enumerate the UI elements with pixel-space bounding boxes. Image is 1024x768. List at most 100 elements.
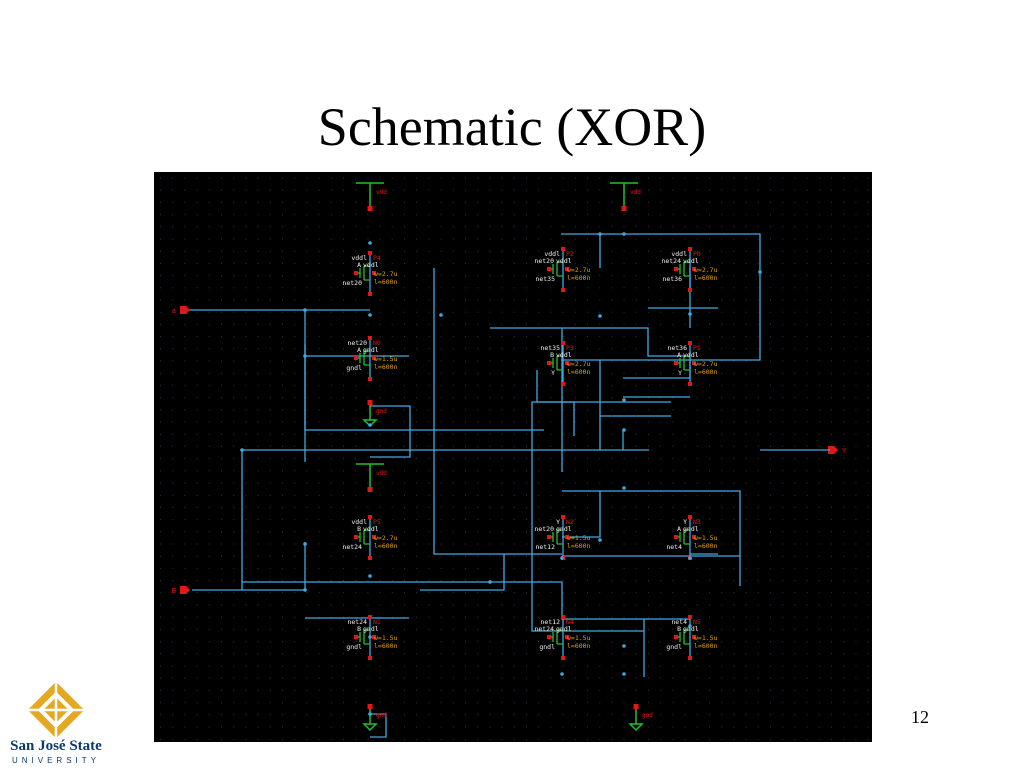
wire-16 [490,327,690,357]
transistor-label-bottom: net35 [535,275,555,283]
transistor-id: P0 [693,250,701,258]
port-b-label: B [172,587,176,595]
transistor-width: w=1.5u [694,634,718,642]
junction-6 [303,542,307,546]
transistor-label-bottom: gndl [346,643,362,651]
junction-24 [368,712,372,716]
transistor-label-body: vddl [556,351,572,359]
vdd-symbol-3: vdd [356,463,387,492]
junction-9 [240,448,244,452]
junction-27 [488,580,492,584]
transistor-id: P1 [693,344,701,352]
wire-junctions [240,232,762,716]
gnd-symbol-3-label: gnd [642,712,653,719]
port-a-label: a [172,307,176,315]
transistor-label-gate: A [357,261,361,269]
transistor-label-bottom: net4 [666,543,682,551]
junction-12 [622,232,626,236]
transistor-length: l=600n [374,542,398,550]
grid-dots [160,177,869,740]
transistor-length: l=600n [694,274,718,282]
transistor-label-body: gndl [556,625,572,633]
wire-18 [536,370,671,403]
wire-31 [242,581,690,620]
transistor-label-body: gndl [683,625,699,633]
transistor-length: l=600n [567,274,591,282]
transistor-label-top: net4 [671,618,687,626]
page-number: 12 [911,707,929,727]
transistor-length: l=600n [694,368,718,376]
transistor-label-body: gndl [363,346,379,354]
port-y: Y [828,446,847,455]
junction-16 [622,398,626,402]
transistor-width: w=2.7u [567,266,591,274]
ports: aB Y [172,306,847,595]
transistor-label-top: net35 [540,344,560,352]
gnd-symbol-1-label: gnd [376,408,387,415]
transistor-id: N0 [373,339,381,347]
transistor-label-body: vddl [363,525,379,533]
transistor-width: w=1.5u [567,534,591,542]
transistor-width: w=2.7u [567,360,591,368]
transistor-label-top: net12 [540,618,560,626]
junction-4 [368,423,372,427]
transistor-label-top: vddl [671,250,687,258]
transistor-id: P2 [566,250,574,258]
transistor-length: l=600n [374,363,398,371]
transistor-label-top: vddl [351,254,367,262]
transistor-length: l=600n [694,642,718,650]
junction-21 [622,644,626,648]
transistor-label-bottom: gndl [539,643,555,651]
junction-18 [598,538,602,542]
transistor-width: w=1.5u [374,634,398,642]
wire-0 [370,405,411,458]
port-a: a [172,306,190,315]
transistor-id: N3 [693,518,701,526]
transistor-label-gate: net24 [534,625,554,633]
transistor-label-body: vddl [556,257,572,265]
transistor-id: P4 [373,254,381,262]
transistor-label-top: vddl [351,518,367,526]
transistor-label-bottom: Y [678,369,682,377]
junction-19 [622,486,626,490]
junction-25 [560,672,564,676]
wire-25 [562,490,741,586]
transistor-id: N1 [373,618,381,626]
logo-text-name: San José State [10,738,102,754]
transistor-label-gate: net24 [661,257,681,265]
wire-5 [304,310,544,431]
junction-17 [622,428,626,432]
vdd-symbol-2-label: vdd [630,189,641,196]
transistor-label-bottom: gndl [346,364,362,372]
grid-dot-path [160,177,869,740]
transistor-label-body: vddl [683,351,699,359]
transistor-label-gate: net20 [534,525,554,533]
transistor-label-bottom: Y [551,369,555,377]
transistor-length: l=600n [567,368,591,376]
transistor-label-bottom: net36 [662,275,682,283]
gnd-symbol-2-label: gnd [376,712,387,719]
sjsu-logo-icon [27,683,85,739]
transistor-label-top: Y [683,518,687,526]
vdd-symbol-2: vdd [610,182,641,211]
transistor-length: l=600n [567,542,591,550]
wire-15 [531,401,644,632]
transistor-length: l=600n [374,278,398,286]
transistor-label-gate: A [677,525,681,533]
junction-13 [758,270,762,274]
transistor-label-top: net20 [347,339,367,347]
junction-20 [688,624,692,628]
transistor-width: w=2.7u [374,534,398,542]
logo-text-university: UNIVERSITY [11,756,100,765]
transistor-width: w=2.7u [694,360,718,368]
transistor-width: w=2.7u [694,266,718,274]
transistor-label-gate: A [357,346,361,354]
